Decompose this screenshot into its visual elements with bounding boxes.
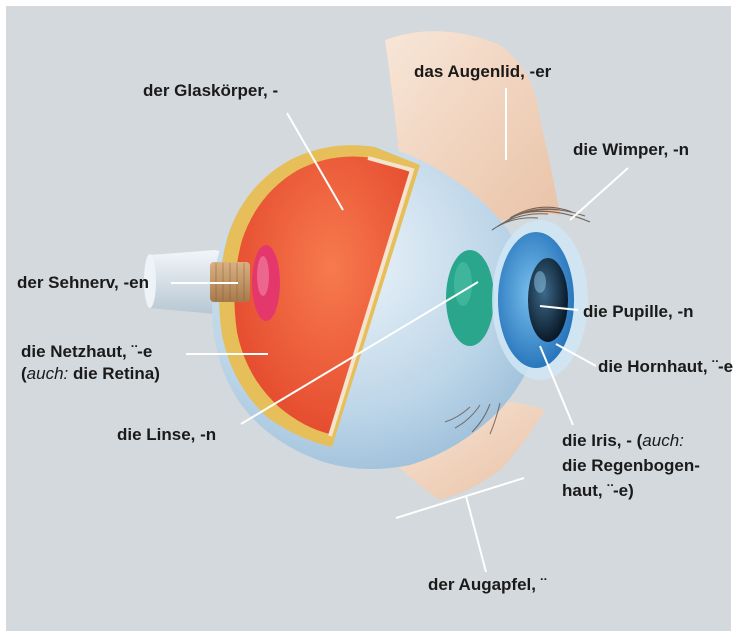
label-iris-line3: haut, ¨-e) [562, 478, 700, 503]
label-netzhaut-line1: die Netzhaut, ¨-e [21, 341, 160, 363]
auch-italic: auch: [27, 364, 69, 383]
auch-italic: auch: [642, 431, 684, 450]
label-glaskoerper: der Glaskörper, - [143, 80, 278, 102]
label-pupille: die Pupille, -n [583, 301, 694, 323]
pupil [528, 258, 568, 342]
label-augenlid: das Augenlid, -er [414, 61, 551, 83]
label-iris-line1: die Iris, - (auch: [562, 428, 700, 453]
label-iris: die Iris, - (auch: die Regenbogen- haut,… [562, 428, 700, 503]
label-wimper: die Wimper, -n [573, 139, 689, 161]
label-linse: die Linse, -n [117, 424, 216, 446]
label-hornhaut: die Hornhaut, ¨-e [598, 356, 733, 378]
label-iris-line2: die Regenbogen- [562, 453, 700, 478]
retina-text: die Retina) [68, 364, 160, 383]
iris-text: die Iris, - ( [562, 431, 642, 450]
label-netzhaut-line2: (auch: die Retina) [21, 363, 160, 385]
label-netzhaut: die Netzhaut, ¨-e (auch: die Retina) [21, 341, 160, 385]
label-augapfel: der Augapfel, ¨ [428, 574, 546, 596]
label-sehnerv: der Sehnerv, -en [17, 272, 149, 294]
